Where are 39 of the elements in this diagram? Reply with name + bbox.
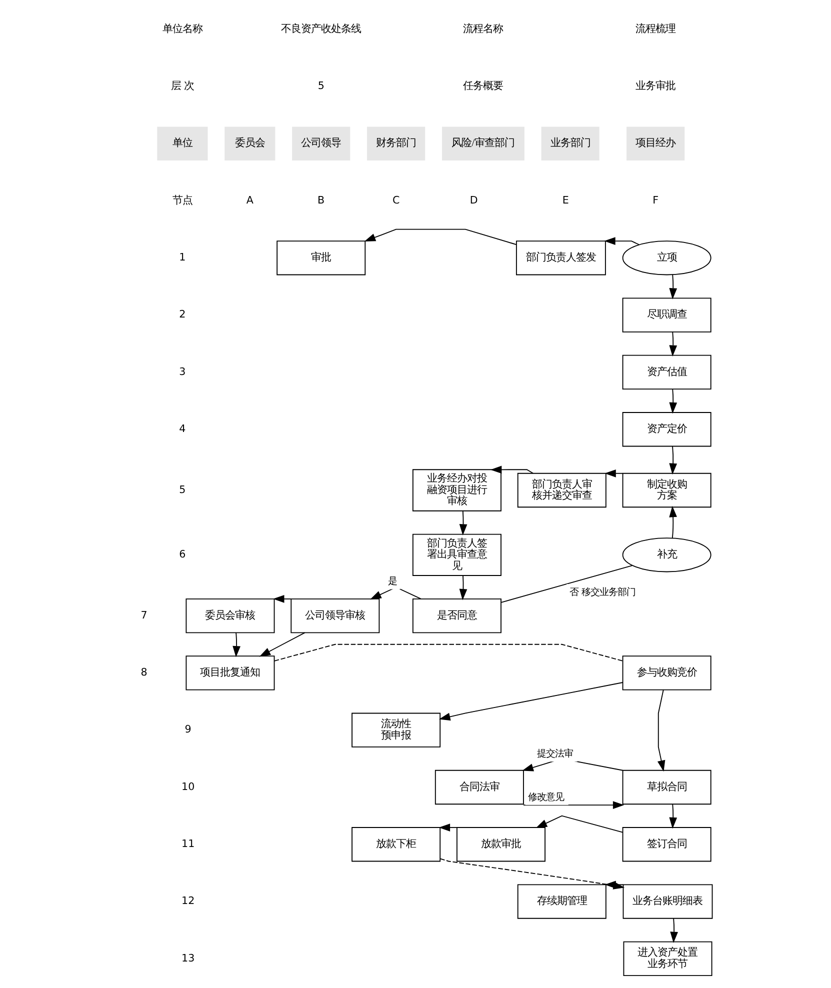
label: 12: [182, 895, 195, 908]
label: 6: [179, 548, 186, 561]
label: 1: [179, 252, 186, 264]
label: 层 次: [170, 80, 194, 92]
label: D: [470, 194, 478, 206]
label: 3: [179, 366, 186, 378]
label: 7: [140, 609, 148, 622]
label: 项目经办: [636, 138, 676, 150]
label: 2: [179, 308, 186, 321]
label: 不良资产收处条线: [281, 22, 362, 35]
label: 公司领导: [301, 138, 342, 150]
label: 8: [140, 666, 148, 679]
edge-label: 否 移交业务部门: [569, 586, 636, 598]
label: 流程名称: [463, 22, 504, 35]
label: A: [246, 194, 254, 206]
label: 单位名称: [162, 22, 202, 35]
label: 任务概要: [463, 80, 504, 92]
label: 13: [182, 952, 195, 964]
label: 单位: [172, 138, 192, 150]
label: 节点: [172, 194, 192, 206]
label: 11: [182, 838, 195, 850]
label: E: [562, 194, 569, 206]
label: 10: [182, 780, 195, 793]
label: B: [318, 194, 325, 206]
label: 委员会: [234, 138, 265, 150]
label: 流程梳理: [636, 22, 676, 35]
edge-label: 是: [388, 576, 398, 588]
label: 风险/审查部门: [452, 138, 515, 150]
label: 9: [184, 724, 192, 736]
edge-label: 提交法审: [537, 748, 574, 760]
edge-label: 修改意见: [528, 792, 564, 803]
label: 业务部门: [550, 138, 590, 150]
label: C: [392, 194, 400, 206]
label: 业务审批: [636, 80, 676, 92]
label: 5: [318, 80, 324, 92]
label: F: [652, 194, 659, 206]
label: 财务部门: [376, 138, 416, 150]
label: 5: [179, 484, 186, 496]
label: 4: [179, 422, 186, 435]
